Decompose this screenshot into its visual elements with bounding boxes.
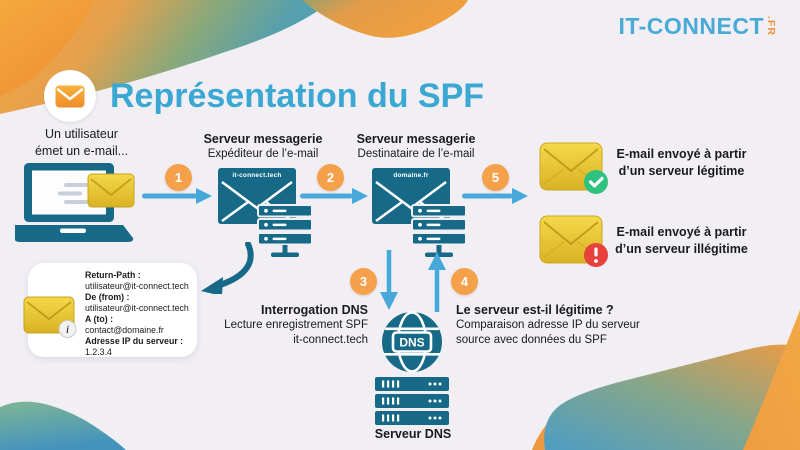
step-number: 3 [359, 274, 368, 289]
info-badge-icon [58, 320, 77, 338]
step-number: 1 [174, 170, 183, 185]
illegit-result-line1: E-mail envoyé à partir [616, 225, 747, 239]
step-badge-1: 1 [165, 164, 192, 191]
arrow-step2-icon [300, 188, 368, 204]
user-caption-line1: Un utilisateur [45, 127, 118, 141]
dns-badge-label: DNS [399, 336, 424, 350]
check-badge-icon [584, 170, 608, 194]
server-rack-icon [257, 204, 313, 257]
user-caption-line2: émet un e-mail... [34, 143, 129, 158]
sender-server-title: Serveur messagerie [203, 132, 323, 146]
field-label: Adresse IP du serveur : [85, 336, 184, 346]
step-badge-3: 3 [350, 268, 377, 295]
dns-query-line1: Lecture enregistrement SPF [224, 319, 368, 331]
step-number: 5 [491, 170, 500, 185]
sender-server-icon: it-connect.tech [218, 168, 318, 263]
user-caption: Un utilisateur émet un e-mail... [14, 126, 149, 159]
dns-query-line2: it-connect.tech [293, 334, 368, 346]
title-envelope-badge [44, 70, 96, 122]
field-value: contact@domaine.fr [85, 325, 164, 335]
receiver-server-caption: Serveur messagerie Destinataire de l’e-m… [338, 131, 494, 162]
sender-server-domain: it-connect.tech [232, 172, 282, 179]
step-badge-4: 4 [451, 268, 478, 295]
arrow-up-step4-icon [428, 252, 446, 312]
arrow-down-step3-icon [380, 250, 398, 310]
sender-server-subtitle: Expéditeur de l’e-mail [207, 148, 319, 160]
field-value: 1.2.3.4 [85, 347, 112, 357]
logo-text: IT-CONNECT [618, 13, 764, 39]
dns-server-icon: DNS [375, 311, 449, 425]
email-details-text: Return-Path : utilisateur@it-connect.tec… [85, 270, 197, 358]
step-number: 2 [326, 170, 335, 185]
field-label: De (from) : [85, 292, 130, 302]
laptop-email-icon [14, 163, 135, 242]
email-info-icon: i [23, 296, 77, 338]
field-value: utilisateur@it-connect.tech [85, 281, 189, 291]
envelope-icon [55, 85, 85, 107]
field-value: utilisateur@it-connect.tech [85, 303, 189, 313]
server-rack-icon [411, 204, 467, 257]
step-number: 4 [460, 274, 469, 289]
field-label: Return-Path : [85, 270, 141, 280]
info-letter: i [66, 322, 69, 336]
dns-query-title: Interrogation DNS [261, 303, 368, 317]
legit-check-caption: Le serveur est-il légitime ? Comparaison… [456, 302, 656, 348]
page-title: Représentation du SPF [110, 77, 485, 115]
legit-check-title: Le serveur est-il légitime ? [456, 303, 614, 317]
receiver-server-icon: domaine.fr [372, 168, 472, 263]
legit-result-line1: E-mail envoyé à partir [616, 147, 747, 161]
legit-email-icon [539, 142, 608, 194]
sender-server-caption: Serveur messagerie Expéditeur de l’e-mai… [185, 131, 341, 162]
arrow-step1-icon [142, 188, 212, 204]
legit-result-text: E-mail envoyé à partir d’un serveur légi… [594, 146, 769, 180]
receiver-server-subtitle: Destinataire de l’e-mail [357, 148, 475, 160]
illegit-result-line2: d’un serveur illégitime [615, 242, 748, 256]
illegit-email-icon [539, 215, 608, 267]
dns-query-caption: Interrogation DNS Lecture enregistrement… [208, 302, 368, 348]
step-badge-2: 2 [317, 164, 344, 191]
legit-check-line2: source avec données du SPF [456, 334, 607, 346]
receiver-server-title: Serveur messagerie [356, 132, 476, 146]
legit-check-line1: Comparaison adresse IP du serveur [456, 319, 640, 331]
illegit-result-text: E-mail envoyé à partir d’un serveur illé… [594, 224, 769, 258]
receiver-server-domain: domaine.fr [393, 172, 429, 179]
site-logo: IT-CONNECT .FR [618, 13, 777, 40]
arrow-step5-icon [462, 188, 528, 204]
step-badge-5: 5 [482, 164, 509, 191]
dns-server-label: Serveur DNS [374, 427, 452, 441]
curved-arrow-to-card-icon [201, 242, 254, 294]
logo-tld: .FR [765, 16, 777, 36]
field-label: A (to) : [85, 314, 114, 324]
legit-result-line2: d’un serveur légitime [618, 164, 745, 178]
